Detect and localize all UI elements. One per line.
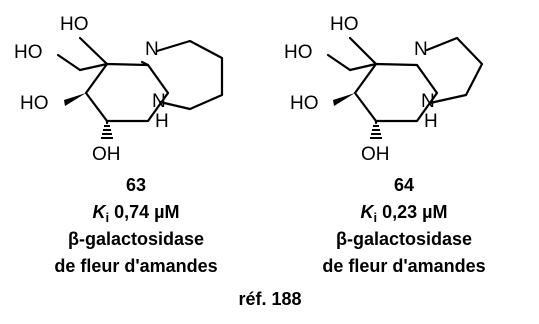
hashed-bond: [370, 119, 382, 139]
compound-number: 64: [394, 175, 414, 195]
atom-ho-left-64: HO: [290, 93, 319, 114]
bond: [425, 36, 484, 105]
enzyme-source: de fleur d'amandes: [54, 256, 217, 276]
caption-64: 64 Ki 0,23 µM β-galactosidase de fleur d…: [322, 175, 485, 276]
hashed-bond: [101, 119, 113, 139]
atom-nh-h-63: H: [155, 111, 169, 132]
atom-nh-63: N: [152, 91, 166, 112]
enzyme-name: β-galactosidase: [336, 229, 472, 249]
enzyme-name: β-galactosidase: [68, 229, 204, 249]
atom-oh-bottom-64: OH: [361, 144, 390, 165]
atom-ch2oh-64: HO: [284, 42, 313, 63]
bond: [326, 53, 352, 72]
atom-n-ring-63: N: [145, 39, 159, 60]
compound-number: 63: [126, 175, 146, 195]
ki-sub: i: [105, 210, 109, 225]
ki-symbol: K: [92, 202, 107, 222]
reference: réf. 188: [238, 289, 301, 309]
bond: [140, 60, 150, 67]
ki-symbol: K: [360, 202, 375, 222]
ki-line: Ki 0,74 µM: [92, 202, 179, 225]
enzyme-source: de fleur d'amandes: [322, 256, 485, 276]
atom-nh-64: N: [421, 91, 435, 112]
atom-ho-top-64: HO: [330, 14, 359, 35]
bond: [155, 39, 224, 111]
ki-line: Ki 0,23 µM: [360, 202, 447, 225]
bond: [348, 36, 378, 66]
caption-63: 63 Ki 0,74 µM β-galactosidase de fleur d…: [54, 175, 217, 276]
compound-63-structure: [56, 36, 224, 139]
atom-ho-left-63: HO: [20, 93, 49, 114]
ki-sub: i: [373, 210, 377, 225]
ki-value: 0,74 µM: [114, 202, 179, 222]
compound-64-structure: [326, 36, 484, 139]
bond: [78, 36, 109, 66]
bond: [78, 62, 109, 72]
atom-oh-bottom-63: OH: [92, 144, 121, 165]
atom-nh-h-64: H: [424, 111, 438, 132]
wedge-bond: [64, 93, 86, 106]
wedge-bond: [333, 93, 355, 106]
ki-value: 0,23 µM: [382, 202, 447, 222]
bond: [56, 53, 82, 72]
bond: [348, 62, 378, 72]
atom-ho-top-63: HO: [60, 14, 89, 35]
atom-n-ring-64: N: [414, 39, 428, 60]
atom-ch2oh-63: HO: [14, 42, 43, 63]
